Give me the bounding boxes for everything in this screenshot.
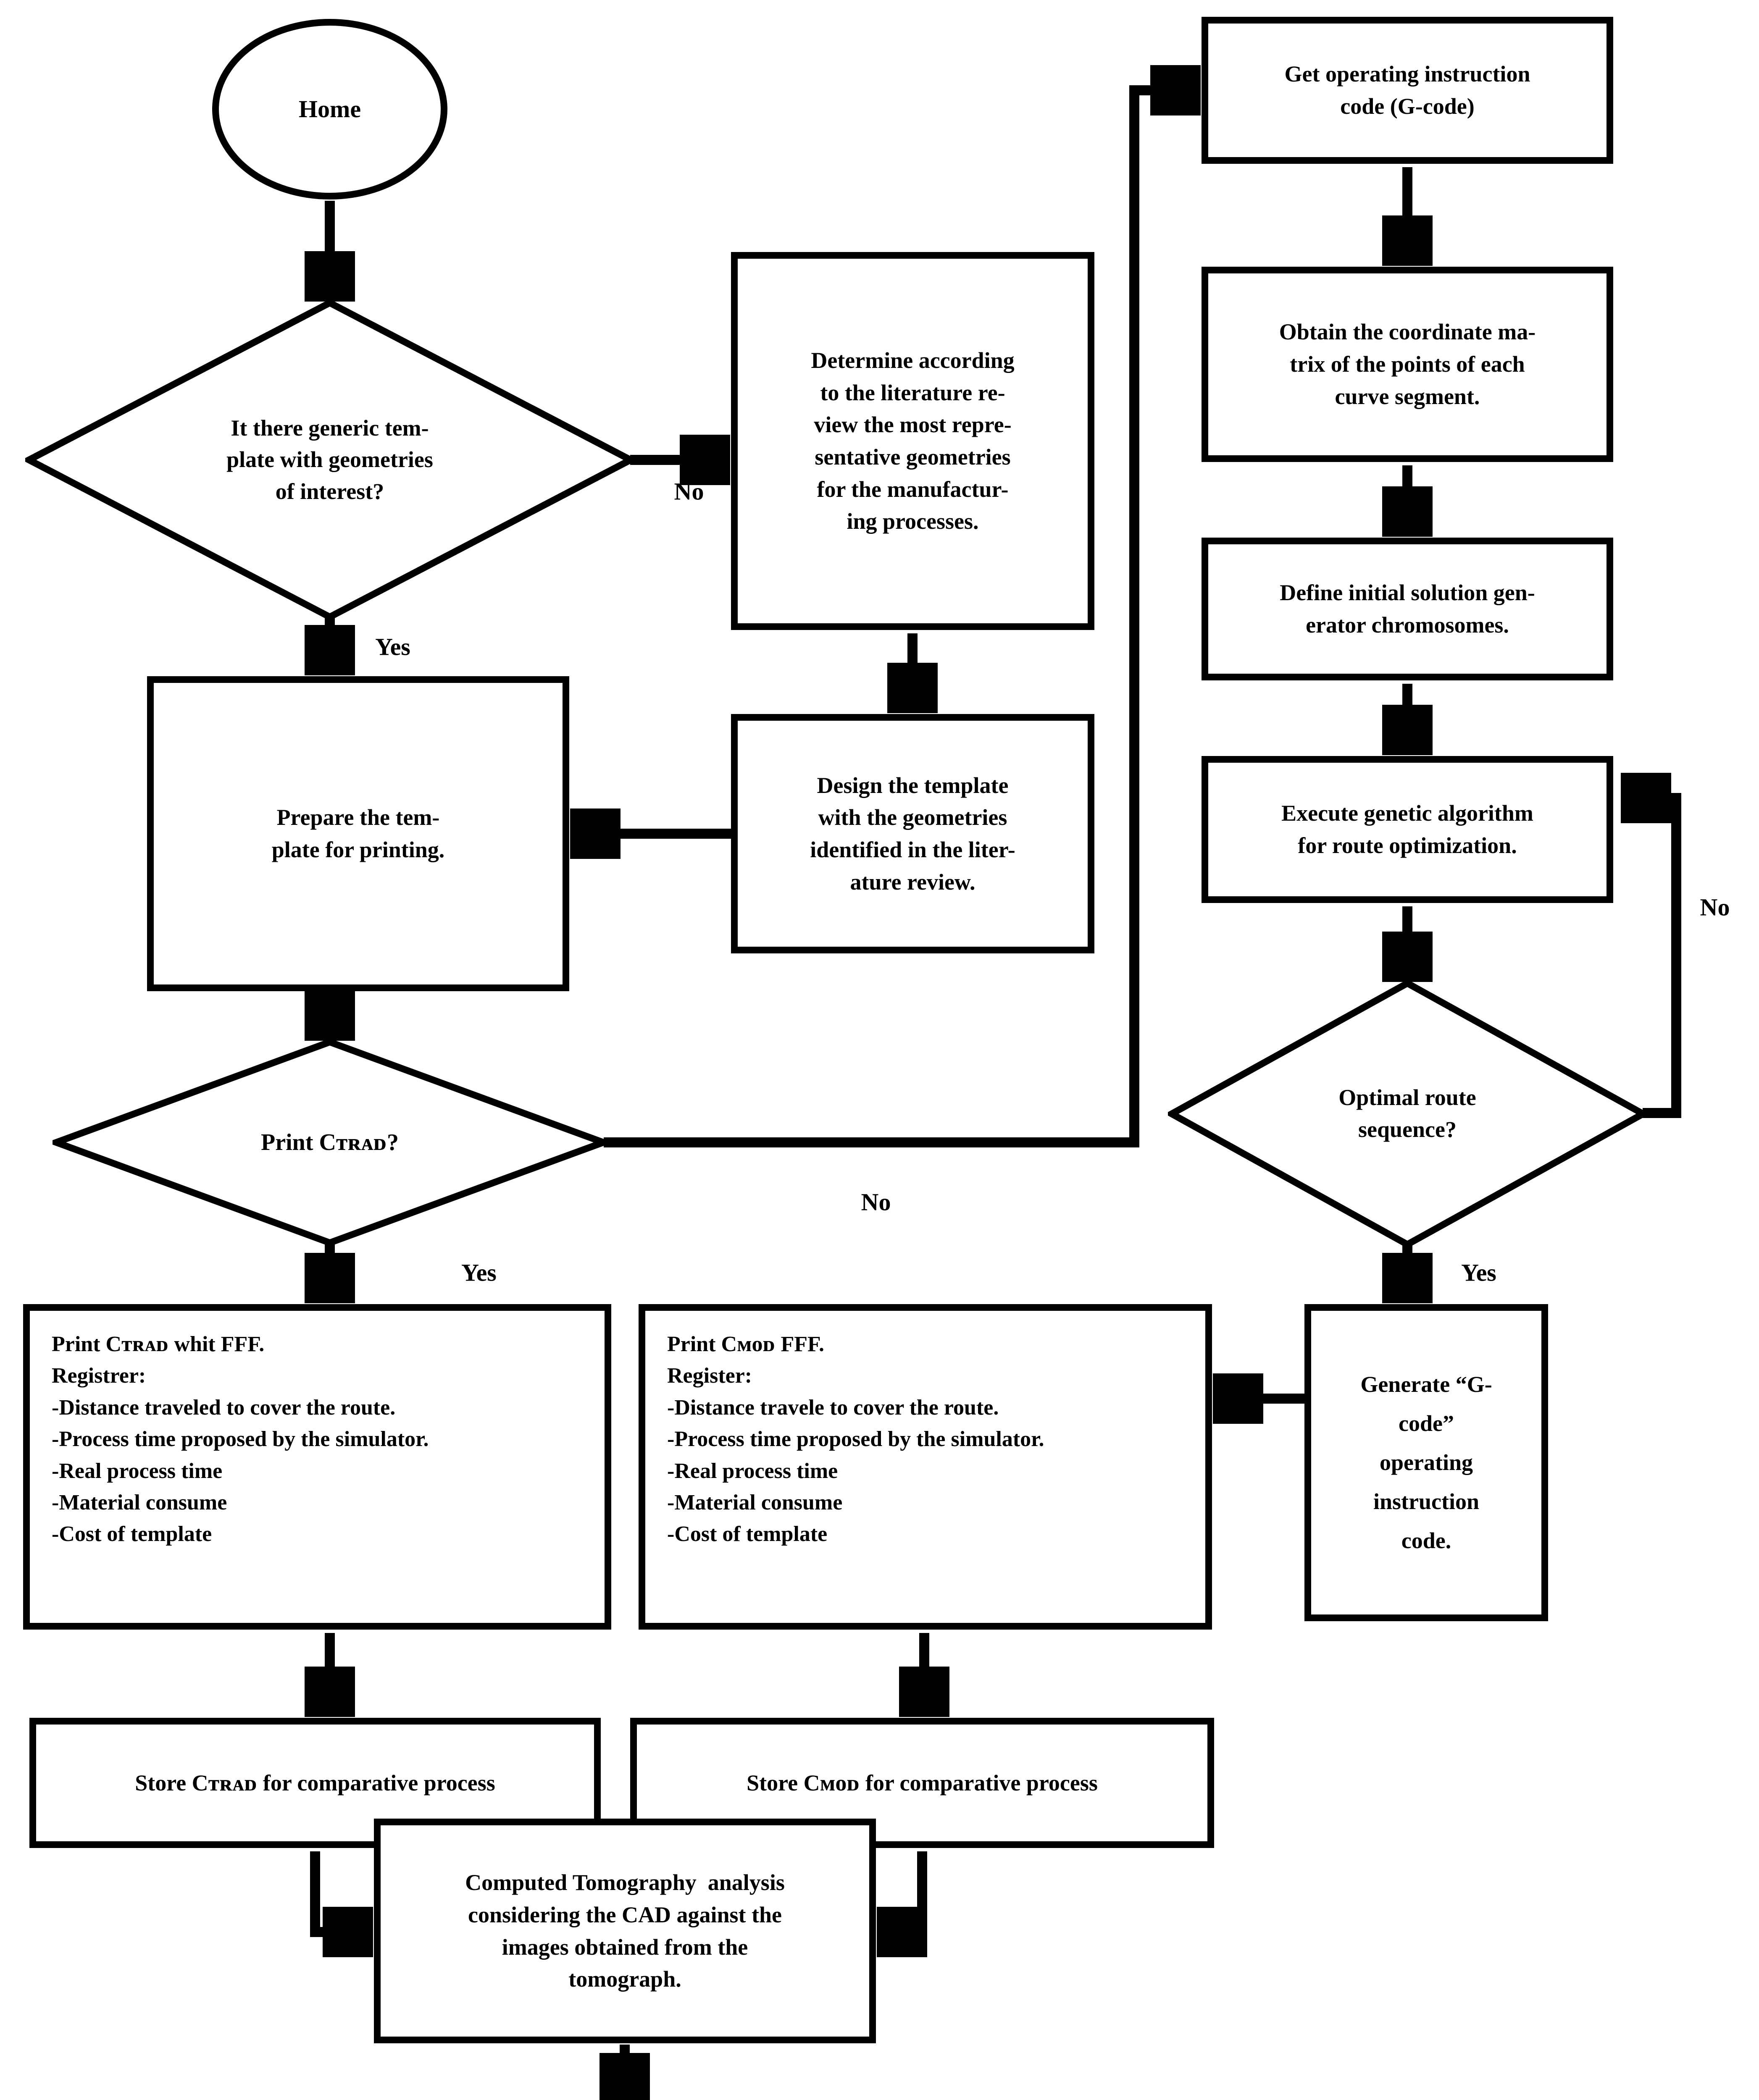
design-template-box: Design the template with the geometries … (731, 714, 1094, 953)
obtain-matrix-label: Obtain the coordinate ma- trix of the po… (1279, 319, 1536, 409)
edge-label-template-yes: Yes (375, 633, 410, 661)
edge-label-optimal-no: No (1700, 893, 1730, 921)
diamond-shape (1168, 979, 1647, 1248)
home-terminal: Home (212, 19, 447, 200)
print-ctrad-fff-box: Print Cᴛʀᴀᴅ whit FFF. Registrer: -Distan… (23, 1304, 611, 1630)
define-chromosomes-label: Define initial solution gen- erator chro… (1280, 580, 1535, 638)
obtain-matrix-box: Obtain the coordinate ma- trix of the po… (1202, 267, 1613, 462)
execute-ga-box: Execute genetic algorithm for route opti… (1202, 756, 1613, 903)
prepare-template-box: Prepare the tem- plate for printing. (147, 676, 569, 991)
print-ctrad-decision-label: Print Cᴛʀᴀᴅ? (261, 1129, 399, 1155)
prepare-template-label: Prepare the tem- plate for printing. (271, 805, 445, 862)
home-label: Home (298, 95, 361, 123)
determine-geometries-box: Determine according to the literature re… (731, 252, 1094, 630)
print-ctrad-decision: Print Cᴛʀᴀᴅ? (53, 1038, 607, 1247)
generic-template-decision: It there generic tem- plate with geometr… (25, 299, 634, 621)
tomography-analysis-label: Computed Tomography analysis considering… (465, 1870, 785, 1992)
edge-print-no-to-get-gcode (604, 90, 1198, 1147)
tomography-analysis-box: Computed Tomography analysis considering… (374, 1819, 876, 2043)
print-cmod-fff-label: Print Cᴍᴏᴅ FFF. Register: -Distance trav… (667, 1332, 1044, 1546)
generate-gcode-box: Generate “G- code” operating instruction… (1304, 1304, 1548, 1621)
get-gcode-label: Get operating instruction code (G-code) (1284, 61, 1530, 119)
edge-label-print-no: No (861, 1188, 891, 1216)
print-ctrad-fff-label: Print Cᴛʀᴀᴅ whit FFF. Registrer: -Distan… (52, 1332, 429, 1546)
define-chromosomes-box: Define initial solution gen- erator chro… (1202, 538, 1613, 680)
edge-label-optimal-yes: Yes (1461, 1259, 1496, 1286)
edge-label-print-yes: Yes (461, 1259, 497, 1286)
diamond-shape (25, 299, 634, 621)
edge-label-template-no: No (674, 478, 704, 505)
execute-ga-label: Execute genetic algorithm for route opti… (1281, 801, 1533, 858)
edge-store-cmod-to-tomography (879, 1851, 927, 1932)
diamond-shape (53, 1038, 607, 1247)
get-gcode-box: Get operating instruction code (G-code) (1202, 17, 1613, 164)
optimal-route-decision: Optimal route sequence? (1168, 979, 1647, 1248)
print-cmod-fff-box: Print Cᴍᴏᴅ FFF. Register: -Distance trav… (639, 1304, 1212, 1630)
design-template-label: Design the template with the geometries … (810, 772, 1015, 895)
edge-optimal-no-loop-to-execute (1623, 798, 1681, 1118)
optimal-route-decision-label: Optimal route sequence? (1338, 1085, 1476, 1142)
generate-gcode-label: Generate “G- code” operating instruction… (1360, 1372, 1492, 1553)
determine-geometries-label: Determine according to the literature re… (811, 347, 1015, 534)
edge-store-ctrad-to-tomography (310, 1851, 371, 1932)
store-ctrad-label: Store Cᴛʀᴀᴅ for comparative process (135, 1770, 495, 1796)
generic-template-decision-label: It there generic tem- plate with geometr… (226, 415, 433, 504)
store-cmod-label: Store Cᴍᴏᴅ for comparative process (747, 1770, 1098, 1796)
